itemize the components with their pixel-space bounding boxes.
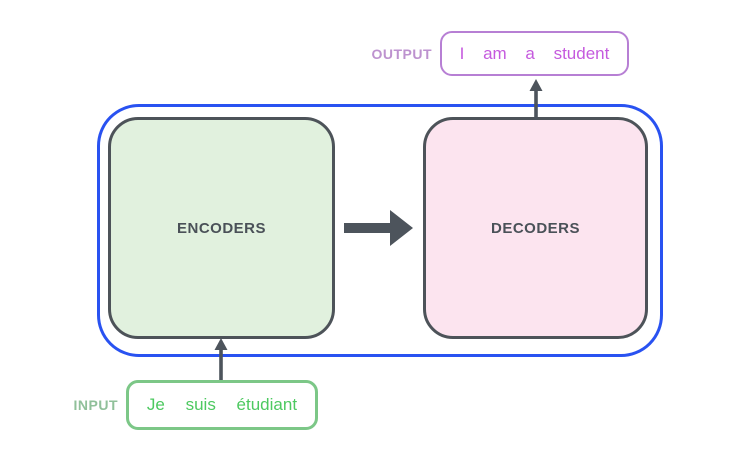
input-to-encoders-arrow [214,338,228,381]
decoders-to-output-arrow [529,79,543,120]
encoders-to-decoders-arrow [344,210,413,246]
encoders-block: ENCODERS [108,117,335,339]
input-label: INPUT [73,397,118,413]
decoders-label: DECODERS [490,219,580,237]
output-sentence: I am a student [459,43,610,63]
output-sentence-box: I am a student [440,31,629,76]
output-label: OUTPUT [371,46,432,62]
decoders-block: DECODERS [423,117,648,339]
encoders-label: ENCODERS [176,219,266,237]
input-sentence-box: Je suis étudiant [126,380,318,430]
input-sentence: Je suis étudiant [146,395,298,414]
